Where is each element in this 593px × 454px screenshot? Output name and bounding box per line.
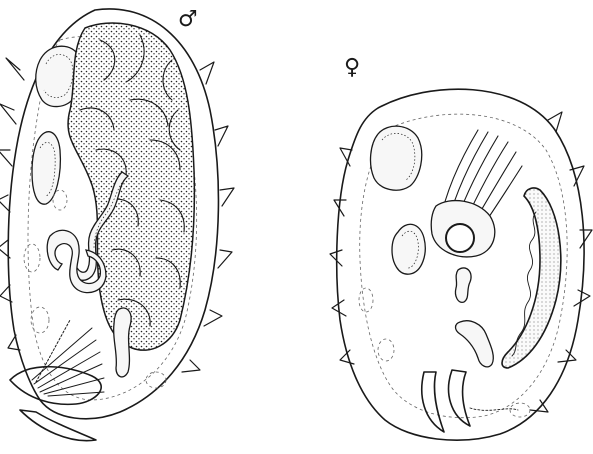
female-small-tube — [455, 268, 471, 302]
female-sex-symbol: ♀ — [344, 55, 360, 80]
male-testis-mass — [68, 23, 194, 350]
female-fin-strand — [470, 408, 518, 410]
female-egg-sac — [502, 188, 561, 368]
male-jaw — [10, 367, 101, 405]
male-setae — [0, 58, 24, 350]
male-sex-symbol: ♂ — [178, 7, 198, 32]
female-section: ♀ — [330, 55, 592, 440]
male-section: ♂ — [0, 7, 234, 441]
female-gut-lobe — [371, 126, 422, 190]
female-fin-center — [449, 370, 470, 426]
female-lower-tube — [456, 321, 494, 367]
male-muscle-bundle — [32, 320, 104, 396]
female-fin-left — [422, 372, 444, 432]
male-lower-tube — [114, 308, 131, 377]
male-tail-spike — [20, 410, 96, 441]
female-oval-organ — [392, 224, 425, 274]
female-ovary-node — [446, 224, 474, 252]
